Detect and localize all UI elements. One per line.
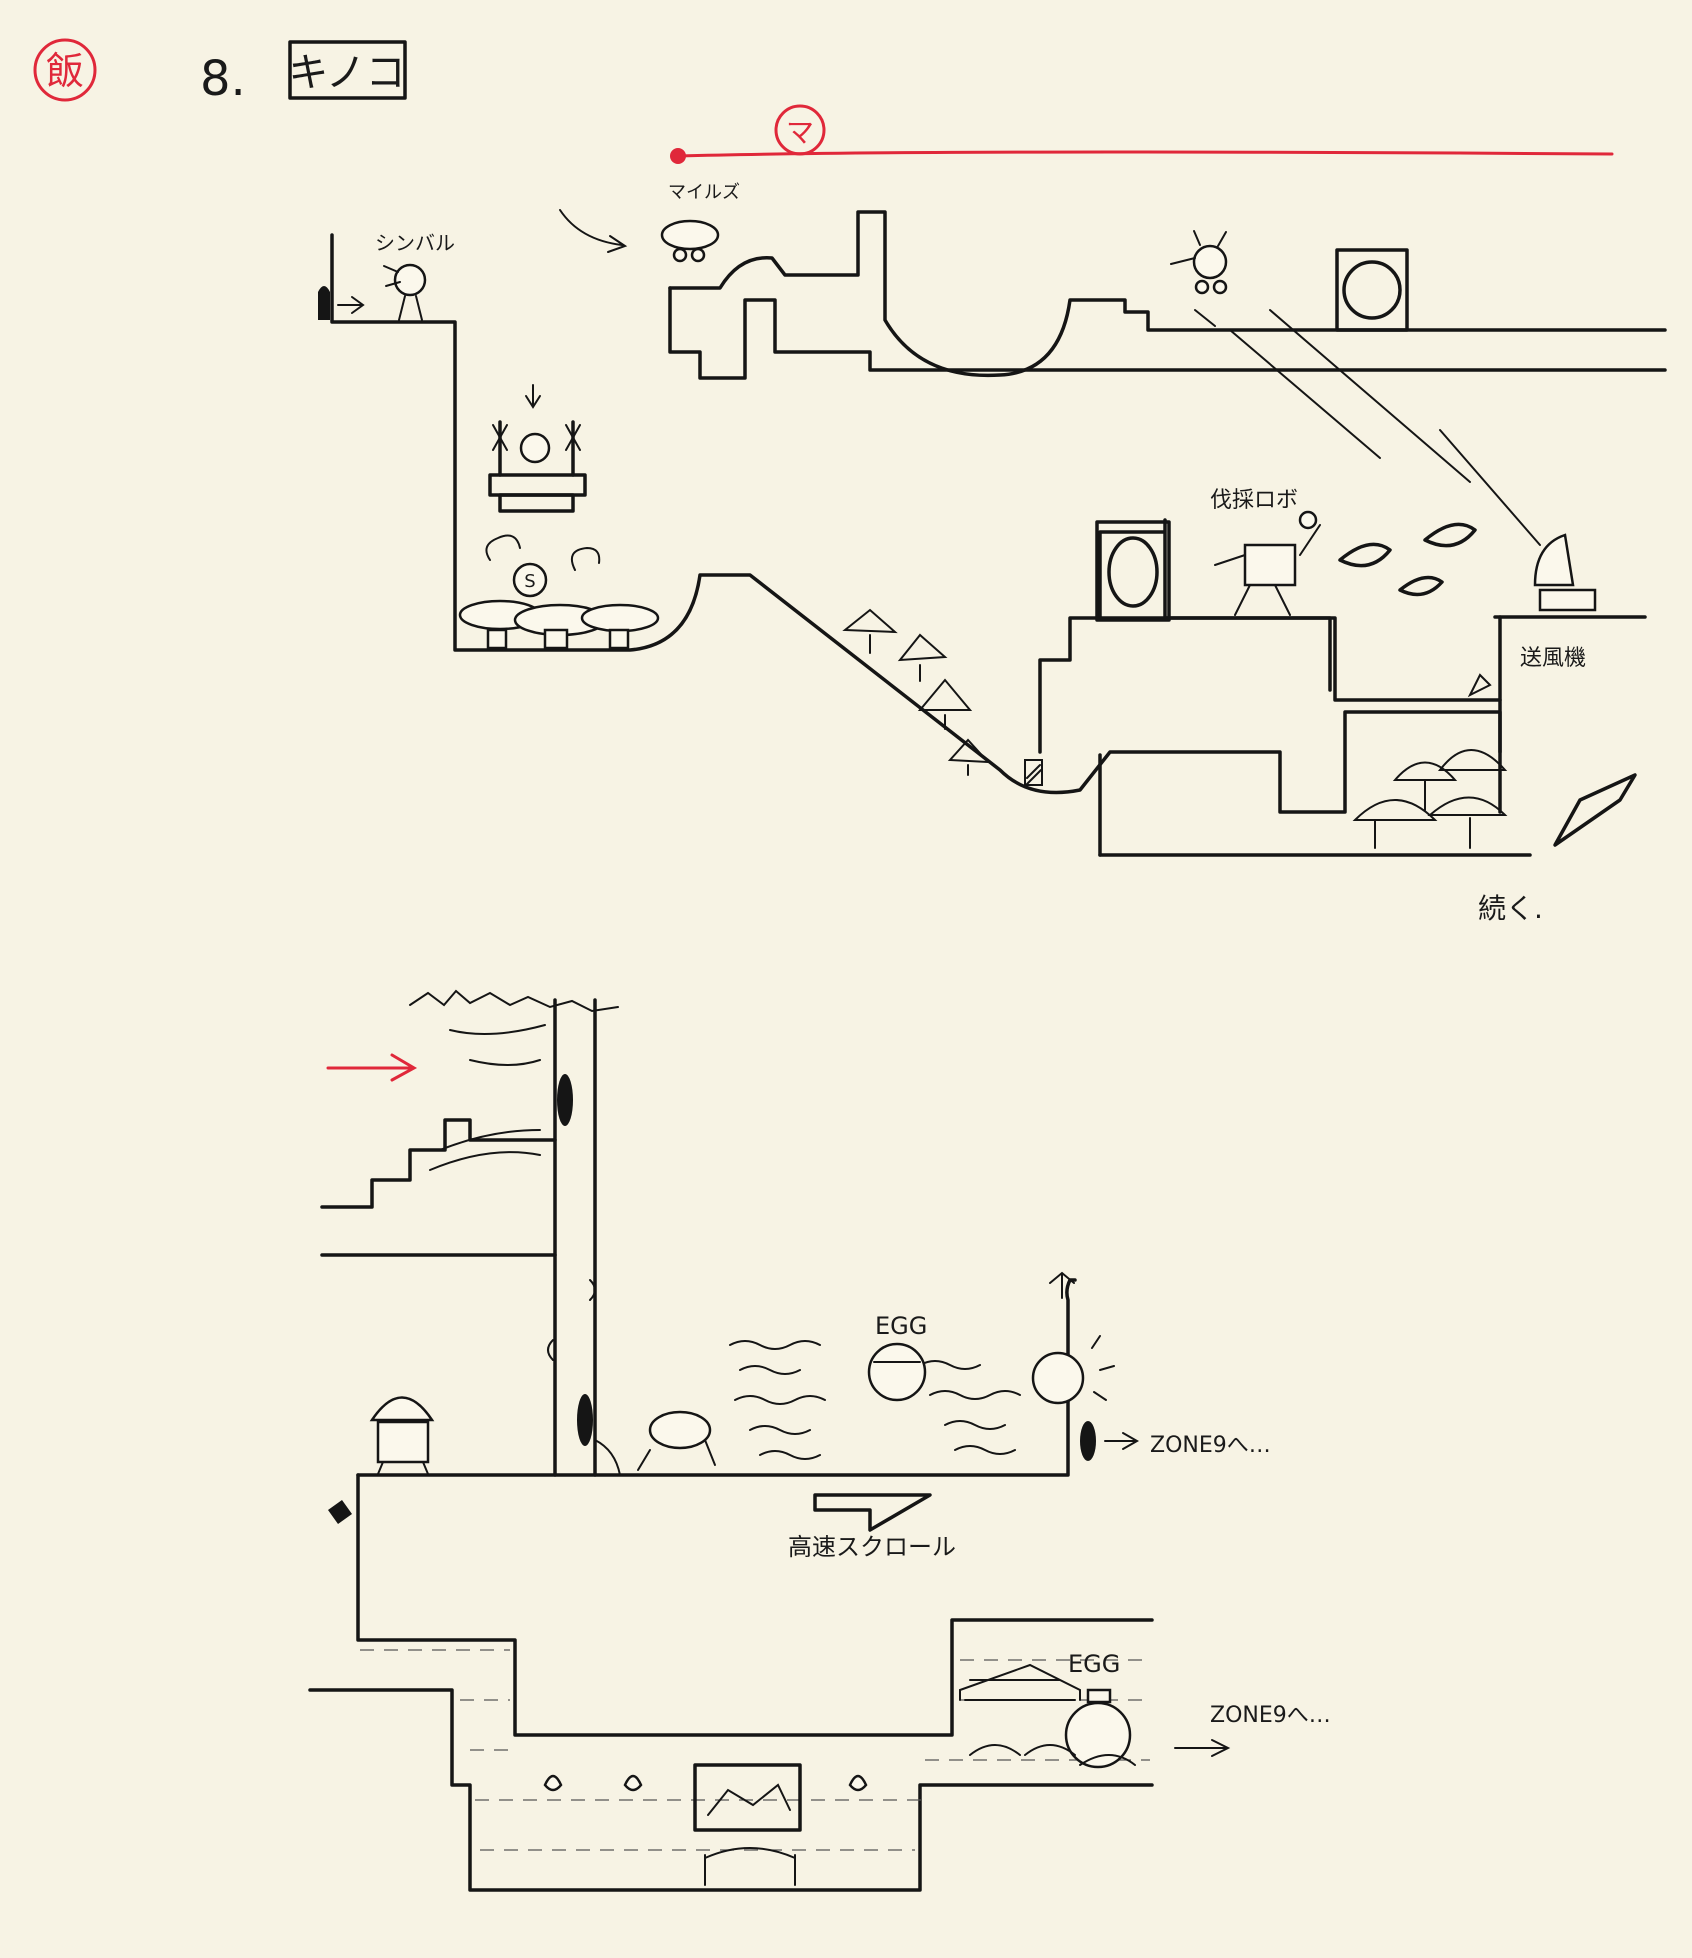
falling-leaves [1338, 522, 1477, 597]
reviewer-mark: マ [670, 104, 1614, 164]
label-to-zone9-upper: ZONE9へ… [1150, 1433, 1271, 1458]
label-miles: マイルズ [668, 182, 740, 203]
mushroom-cluster-left: S [458, 534, 660, 650]
approval-stamp-text: 飯 [46, 49, 84, 93]
entry-arrow-icon [559, 209, 628, 253]
svg-text:S: S [524, 571, 535, 592]
water-waves [729, 1340, 1021, 1460]
start-door-icon [318, 286, 330, 320]
label-continued: 続く. [1478, 892, 1543, 925]
lower-level-map: 高速スクロール EGG ZONE9へ… [308, 989, 1331, 1892]
eggman-wall-icon [1031, 1271, 1115, 1405]
red-entry-arrow-icon [326, 1053, 418, 1082]
label-high-speed-scroll: 高速スクロール [788, 1533, 956, 1561]
page-number: 8. [200, 51, 246, 107]
scroll-direction-arrow-icon [813, 1493, 932, 1532]
hedgehog-creature-icon [637, 1410, 716, 1471]
torch-icons [543, 1774, 868, 1792]
upper-level-map: S シンバル マイルズ [318, 182, 1667, 925]
eggman-pod-icon [867, 1342, 927, 1402]
label-wind-machine: 送風機 [1520, 646, 1586, 671]
label-egg-lower: EGG [1068, 1650, 1120, 1678]
logging-robo-icon [1214, 510, 1321, 616]
flying-badnik-icon [1170, 230, 1228, 295]
mushroom-slope [842, 608, 991, 776]
eggman-boss-icon [959, 1663, 1136, 1769]
elevator-platform [488, 384, 587, 513]
miles-character-icon [660, 219, 720, 263]
exit-arrow-lower-icon [1174, 1739, 1231, 1757]
mushroom-cluster-right [1352, 749, 1508, 849]
wind-machine-icon [1533, 533, 1597, 612]
approval-stamp: 飯 [33, 38, 97, 102]
sonic-character-icon [383, 263, 427, 321]
zone-name-box [288, 40, 407, 100]
label-egg-upper: EGG [875, 1312, 927, 1340]
label-to-zone9-lower: ZONE9へ… [1210, 1703, 1331, 1728]
dragon-mural [693, 1763, 802, 1832]
cymbal-robot-icon [369, 1396, 435, 1475]
reviewer-stamp-text: マ [786, 116, 814, 149]
switch-lower-icon [328, 1500, 352, 1524]
exit-ring-upper-icon [1080, 1421, 1096, 1461]
zone-name: キノコ [288, 50, 405, 96]
continue-arrow-icon [1553, 773, 1637, 847]
label-cymbal: シンバル [375, 231, 455, 255]
label-logging-robo: 伐採ロボ [1210, 488, 1298, 513]
switch-icon [1467, 673, 1492, 698]
